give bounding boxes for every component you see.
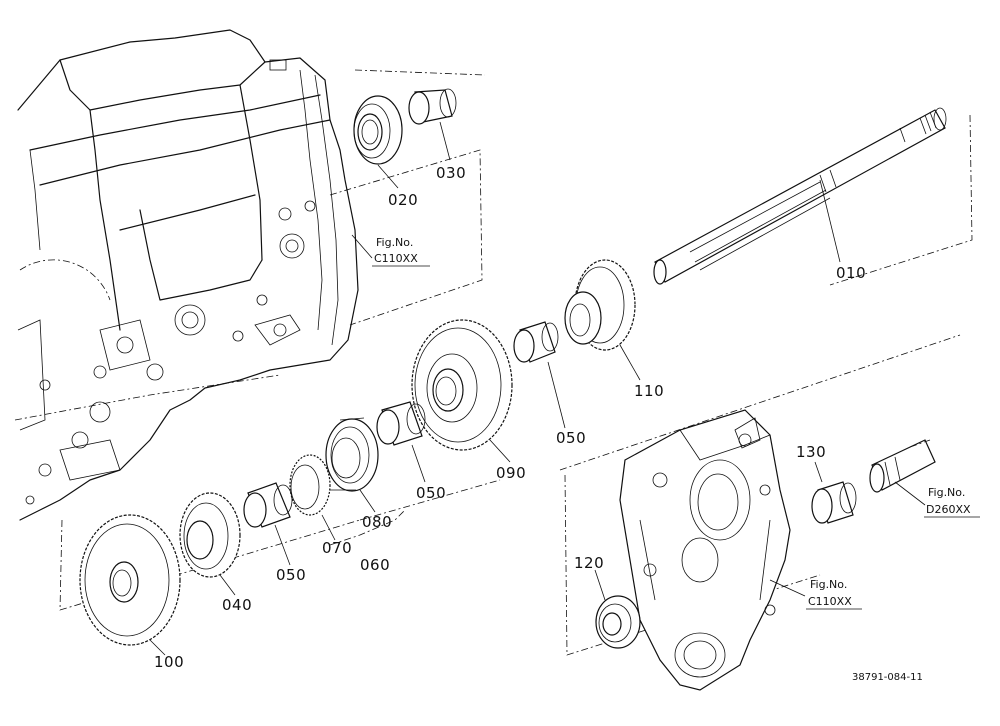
transmission-housing: [14, 29, 359, 521]
needle-bearing-050-lower: [243, 482, 293, 528]
label-100: 100: [154, 653, 184, 671]
fig-ref-right-title: Fig.No.: [928, 486, 965, 499]
needle-bearing-130: [811, 481, 857, 524]
fig-ref-right: Fig.No. D260XX: [924, 486, 980, 518]
fig-ref-lower: Fig.No. C110XX: [806, 578, 862, 610]
fig-ref-lower-title: Fig.No.: [810, 578, 847, 591]
synchro-ring-070: [289, 454, 331, 516]
label-050-middle: 050: [416, 484, 446, 502]
fig-ref-lower-code: C110XX: [808, 595, 852, 608]
label-060: 060: [360, 556, 390, 574]
label-040: 040: [222, 596, 252, 614]
document-number: 38791-084-11: [852, 672, 923, 683]
bearing-120: [595, 595, 641, 649]
label-070: 070: [322, 539, 352, 557]
fig-ref-upper: Fig.No. C110XX: [372, 236, 430, 267]
leader-lines: [149, 121, 926, 656]
label-120: 120: [574, 554, 604, 572]
fig-ref-right-code: D260XX: [926, 503, 971, 516]
fig-ref-upper-title: Fig.No.: [376, 236, 413, 249]
label-010: 010: [836, 264, 866, 282]
label-020: 020: [388, 191, 418, 209]
fig-ref-upper-code: C110XX: [374, 252, 418, 265]
shaft-stub-d260xx: [869, 439, 936, 493]
gear-090: [411, 319, 513, 451]
needle-bearing-050-upper: [513, 321, 559, 363]
bearing-020: [353, 95, 403, 165]
label-080: 080: [362, 513, 392, 531]
cover-housing: [619, 409, 791, 691]
needle-bearing-050-middle: [376, 401, 426, 446]
main-shaft-010: [653, 107, 947, 285]
bushing-030: [408, 88, 457, 125]
label-050-lower: 050: [276, 566, 306, 584]
gear-100: [79, 514, 181, 646]
label-030: 030: [436, 164, 466, 182]
label-090: 090: [496, 464, 526, 482]
gear-110: [564, 259, 636, 351]
gear-040: [179, 492, 241, 578]
label-110: 110: [634, 382, 664, 400]
label-130: 130: [796, 443, 826, 461]
label-050-upper: 050: [556, 429, 586, 447]
collar-080: [325, 417, 379, 492]
